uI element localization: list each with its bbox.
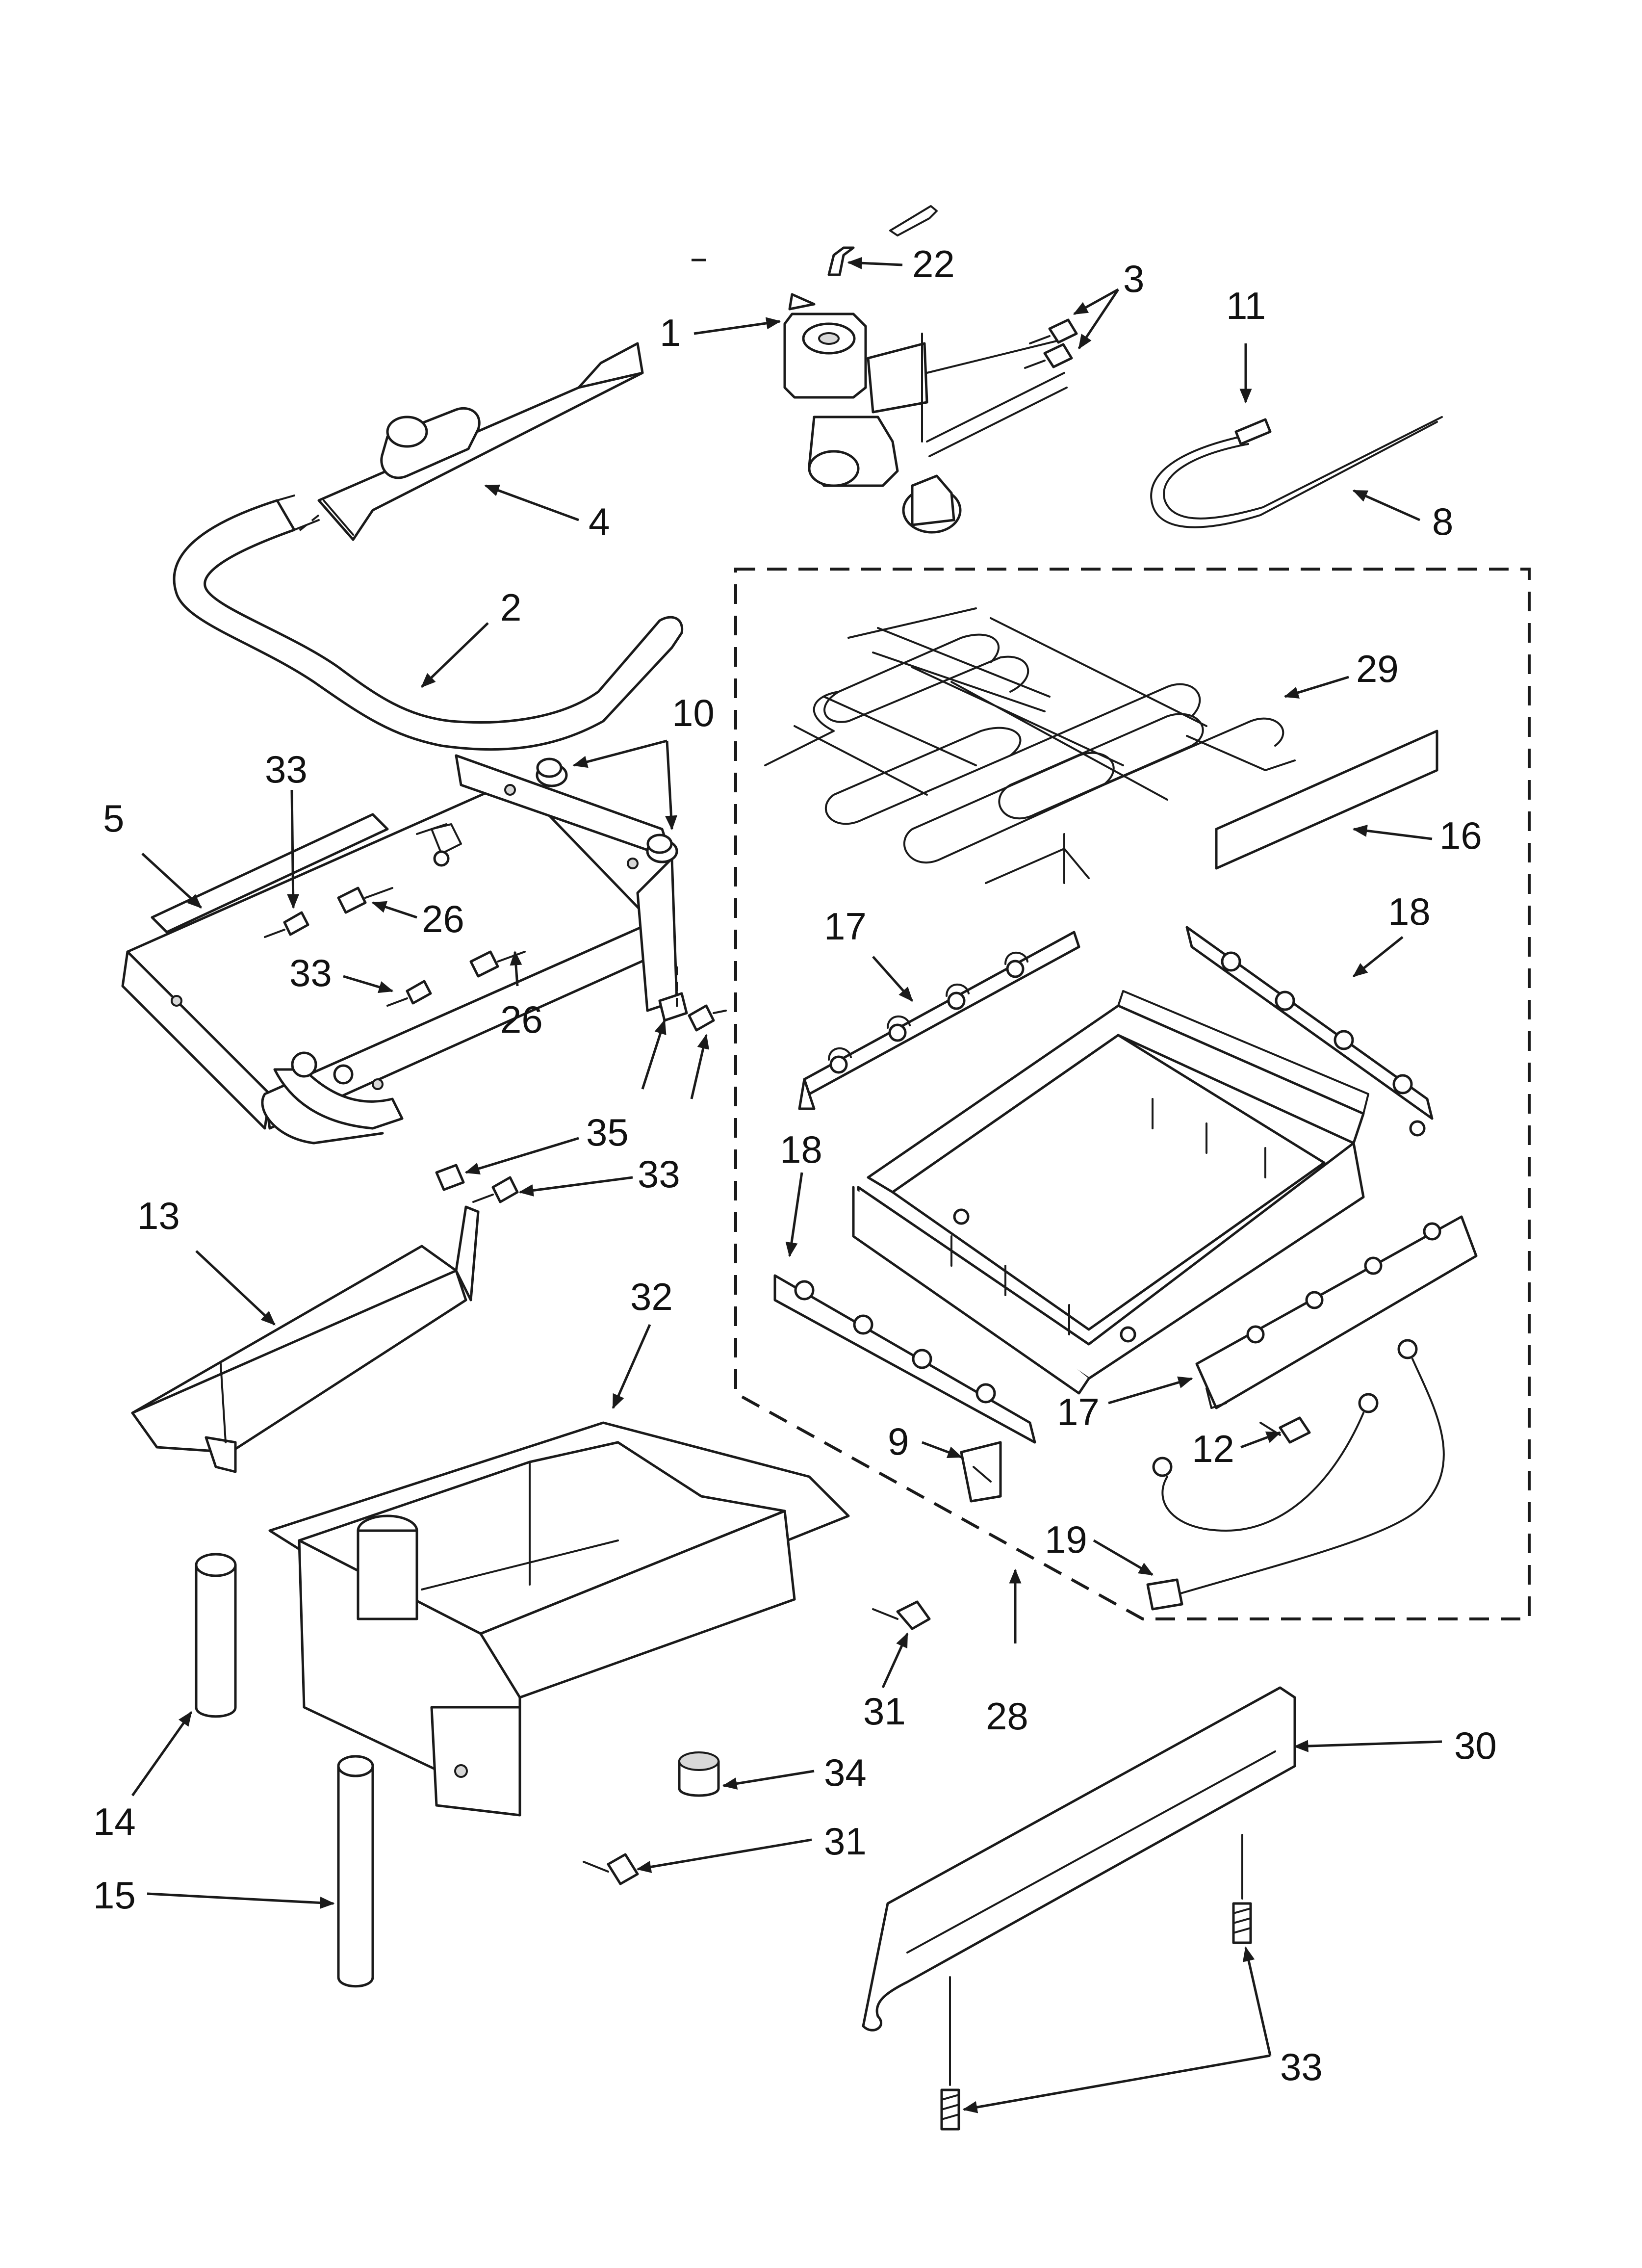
callout-13: 13 xyxy=(137,1194,180,1237)
callout-32: 32 xyxy=(630,1275,673,1318)
callout-18: 18 xyxy=(780,1128,822,1171)
part-12-screw xyxy=(1259,1416,1311,1444)
callout-4: 4 xyxy=(589,500,610,543)
part-13-drain-trough xyxy=(131,1205,480,1473)
callout-17: 17 xyxy=(1057,1390,1100,1434)
part-15-long-tube xyxy=(337,1755,374,1988)
part-ice-maker-frame xyxy=(852,990,1369,1395)
part-18-rail-upper xyxy=(1185,926,1434,1137)
part-33-screws-lower xyxy=(940,1834,1252,2131)
part-35-clips xyxy=(435,992,688,1191)
part-16-strip xyxy=(1215,730,1438,870)
callout-33: 33 xyxy=(638,1152,680,1196)
part-22-tube-clip xyxy=(827,205,938,276)
callout-labels: 22 3 11 1 4 8 2 29 10 33 5 16 26 33 17 1… xyxy=(93,242,1497,2088)
callout-11: 11 xyxy=(1226,284,1266,327)
callout-28: 28 xyxy=(986,1694,1028,1738)
callout-17: 17 xyxy=(824,905,867,948)
callout-3: 3 xyxy=(1123,257,1144,300)
part-33-screws-upper xyxy=(264,911,727,1203)
callout-33: 33 xyxy=(1280,2045,1323,2088)
part-9-clip xyxy=(960,1441,1002,1503)
callout-33: 33 xyxy=(265,748,308,791)
callout-2: 2 xyxy=(500,586,521,629)
dashed-guide-1 xyxy=(293,514,320,536)
part-10-grommets xyxy=(536,757,678,863)
part-18-rail-lower xyxy=(773,1274,1036,1444)
callout-19: 19 xyxy=(1045,1518,1087,1561)
part-1-water-valve xyxy=(783,293,1068,534)
callout-29: 29 xyxy=(1356,647,1399,690)
part-8-fill-tube xyxy=(1150,416,1443,528)
callout-12: 12 xyxy=(1192,1427,1234,1470)
assembly-boundary-28 xyxy=(734,568,1531,1620)
part-29-grid-heater xyxy=(764,607,1296,884)
callout-22: 22 xyxy=(912,242,955,286)
part-32-ice-bin xyxy=(268,1421,850,1817)
callout-33: 33 xyxy=(289,951,332,994)
callout-16: 16 xyxy=(1439,814,1482,857)
callout-8: 8 xyxy=(1432,500,1453,543)
callout-26: 26 xyxy=(500,998,543,1041)
callout-9: 9 xyxy=(888,1420,909,1463)
callout-14: 14 xyxy=(93,1800,136,1843)
part-5-mounting-bracket xyxy=(121,754,678,1145)
part-4-fill-trough xyxy=(317,342,644,541)
callout-34: 34 xyxy=(824,1751,867,1794)
callout-10: 10 xyxy=(672,691,715,734)
part-14-short-tube xyxy=(195,1553,237,1718)
part-3-screws xyxy=(1024,318,1078,369)
callout-31: 31 xyxy=(824,1820,867,1863)
callout-35: 35 xyxy=(586,1111,629,1154)
part-26-screws xyxy=(337,886,526,978)
part-17-rail-lower xyxy=(1195,1215,1478,1409)
callout-5: 5 xyxy=(103,797,124,840)
callout-31: 31 xyxy=(863,1690,906,1733)
callout-26: 26 xyxy=(422,897,464,940)
part-31-screws xyxy=(583,1600,931,1885)
part-30-cover-panel xyxy=(862,1686,1296,2032)
callout-18: 18 xyxy=(1388,890,1431,933)
part-19-wire-harness xyxy=(1146,1339,1445,1611)
part-34-foot xyxy=(678,1751,720,1797)
callout-15: 15 xyxy=(93,1874,136,1917)
part-17-rail-upper xyxy=(798,931,1080,1110)
leader-lines xyxy=(131,257,1442,2113)
callout-1: 1 xyxy=(660,311,681,354)
callout-30: 30 xyxy=(1454,1724,1497,1767)
